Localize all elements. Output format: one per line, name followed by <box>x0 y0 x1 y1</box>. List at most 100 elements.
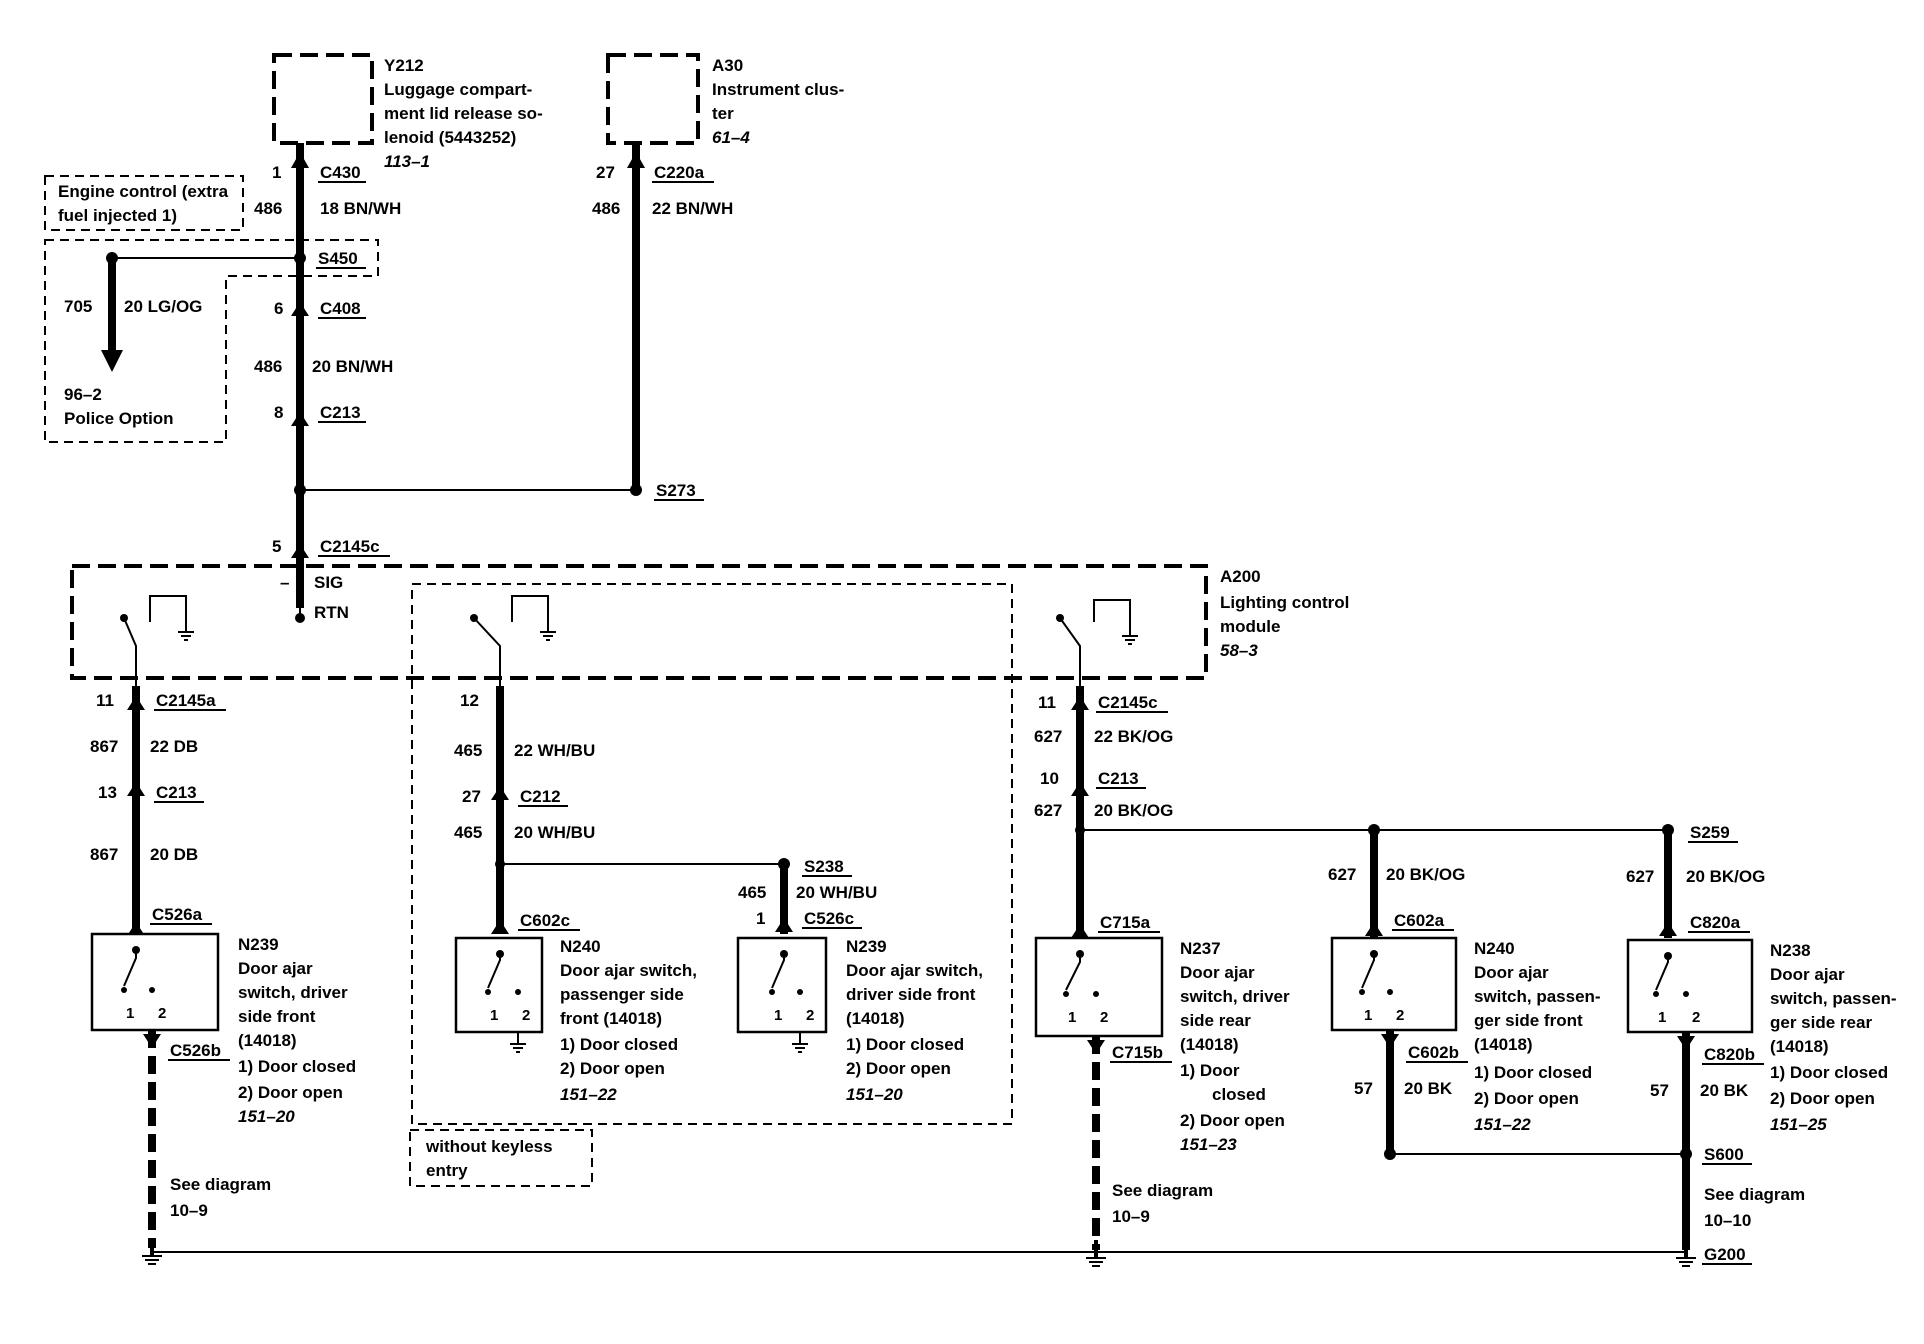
a200-ref: 58–3 <box>1220 641 1258 660</box>
ground-symbol-right <box>1676 1240 1696 1267</box>
see-diagram-2-ref: 10–9 <box>1112 1207 1150 1226</box>
n240a-opt-2: 2) Door open <box>560 1059 665 1078</box>
module-switch-right <box>1056 599 1138 686</box>
pin-1: 1 <box>272 163 281 182</box>
c820a-mark <box>1659 922 1677 936</box>
engine-control-label-2: fuel injected 1) <box>58 206 177 225</box>
n239b-ref: 151–20 <box>846 1085 903 1104</box>
right-pin-11: 11 <box>1038 693 1056 712</box>
n240a-pin-2: 2 <box>522 1007 530 1024</box>
conn-c2145a: C2145a <box>156 691 216 710</box>
ground-g200-label: G200 <box>1704 1245 1746 1264</box>
wire-705: 705 <box>64 297 92 316</box>
n240a-ref: 151–22 <box>560 1085 617 1104</box>
y212-solenoid-component: Y212 Luggage compart- ment lid release s… <box>272 53 543 171</box>
n238-opt-1: 1) Door closed <box>1770 1063 1888 1082</box>
police-option-box <box>44 239 379 443</box>
wire-20whbu: 20 WH/BU <box>514 823 595 842</box>
n237-label-3: side rear <box>1180 1011 1251 1030</box>
see-diagram-3-ref: 10–10 <box>1704 1211 1751 1230</box>
n240b-pin-1: 1 <box>1364 1007 1372 1024</box>
n238-pin-1: 1 <box>1658 1009 1666 1026</box>
c602b-mark <box>1381 1034 1399 1048</box>
n237-label-1: Door ajar <box>1180 963 1255 982</box>
n239b-id: N239 <box>846 937 887 956</box>
y212-label-3: lenoid (5443252) <box>384 128 516 147</box>
n237-ref: 151–23 <box>1180 1135 1237 1154</box>
c526a-mark <box>127 922 145 936</box>
y212-id: Y212 <box>384 56 424 75</box>
y212-ref: 113–1 <box>384 152 430 171</box>
wire-867-b: 867 <box>90 845 118 864</box>
splice-s238-label: S238 <box>804 857 844 876</box>
conn-c408: C408 <box>320 299 361 318</box>
wire-486-mid: 486 <box>254 357 282 376</box>
n239b-pin-2: 2 <box>806 1007 814 1024</box>
n239a-id: N239 <box>238 935 279 954</box>
n239a-label-3: side front <box>238 1007 316 1026</box>
wire-22whbu: 22 WH/BU <box>514 741 595 760</box>
wire-627-b: 627 <box>1034 801 1062 820</box>
n239b-opt-2: 2) Door open <box>846 1059 951 1078</box>
a30-label-1: Instrument clus- <box>712 80 844 99</box>
n240b-label-4: (14018) <box>1474 1035 1533 1054</box>
c-wire-20bk: 20 BK <box>1700 1081 1749 1100</box>
wire-20bnwh: 20 BN/WH <box>312 357 393 376</box>
pin-6: 6 <box>274 299 283 318</box>
police-arrow <box>101 350 123 372</box>
switch-n240-passenger-front-right: 1 2 <box>1330 936 1458 1032</box>
n238-label-4: (14018) <box>1770 1037 1829 1056</box>
n240b-id: N240 <box>1474 939 1515 958</box>
a200-label-2: module <box>1220 617 1280 636</box>
n240b-opt-1: 1) Door closed <box>1474 1063 1592 1082</box>
c820b-mark <box>1677 1036 1695 1050</box>
rtn-label: RTN <box>314 603 349 622</box>
wire-627-a: 627 <box>1034 727 1062 746</box>
n240b-label-3: ger side front <box>1474 1011 1583 1030</box>
conn-c602a: C602a <box>1394 911 1445 930</box>
a30-ref: 61–4 <box>712 128 750 147</box>
s259-left-dot <box>1075 825 1085 835</box>
left-pin-11: 11 <box>96 691 114 710</box>
a30-label-2: ter <box>712 104 734 123</box>
splice-s450-label: S450 <box>318 249 358 268</box>
wire-486-top: 486 <box>254 199 282 218</box>
a200-id: A200 <box>1220 567 1261 586</box>
n240b-label-1: Door ajar <box>1474 963 1549 982</box>
c213-r-mark <box>1071 782 1089 796</box>
keyless-entry-box <box>411 583 1013 1125</box>
n240b-pin-2: 2 <box>1396 1007 1404 1024</box>
n237-opt-1a: 1) Door <box>1180 1061 1240 1080</box>
n240a-label-2: passenger side <box>560 985 684 1004</box>
n240a-label-1: Door ajar switch, <box>560 961 697 980</box>
conn-c602b: C602b <box>1408 1043 1459 1062</box>
n239a-label-1: Door ajar <box>238 959 313 978</box>
see-diagram-2: See diagram <box>1112 1181 1213 1200</box>
b-wire-20bk: 20 BK <box>1404 1079 1453 1098</box>
n239b-label-3: (14018) <box>846 1009 905 1028</box>
keyless-label-2: entry <box>426 1161 468 1180</box>
n237-opt-2: 2) Door open <box>1180 1111 1285 1130</box>
n240b-ref: 151–22 <box>1474 1115 1531 1134</box>
c-wire-57: 57 <box>1650 1081 1669 1100</box>
conn-c526b: C526b <box>170 1041 221 1060</box>
conn-c820a: C820a <box>1690 913 1741 932</box>
a200-module-box <box>70 564 1208 680</box>
n237-label-2: switch, driver <box>1180 987 1290 1006</box>
splice-s273-label: S273 <box>656 481 696 500</box>
a30-id: A30 <box>712 56 743 75</box>
c715a-mark <box>1071 924 1089 938</box>
n238-label-3: ger side rear <box>1770 1013 1872 1032</box>
ground-symbol-left <box>142 1240 162 1265</box>
wire-867-a: 867 <box>90 737 118 756</box>
c715b-mark <box>1087 1040 1105 1054</box>
wire-22bnwh: 22 BN/WH <box>652 199 733 218</box>
connector-c2145c-mark <box>291 544 309 558</box>
switch-n240-passenger-front: 1 2 <box>454 936 544 1053</box>
conn-c430: C430 <box>320 163 361 182</box>
conn-c526c: C526c <box>804 909 854 928</box>
b-wire-20bkog: 20 BK/OG <box>1386 865 1465 884</box>
n239b-opt-1: 1) Door closed <box>846 1035 964 1054</box>
c2145a-mark <box>127 696 145 710</box>
